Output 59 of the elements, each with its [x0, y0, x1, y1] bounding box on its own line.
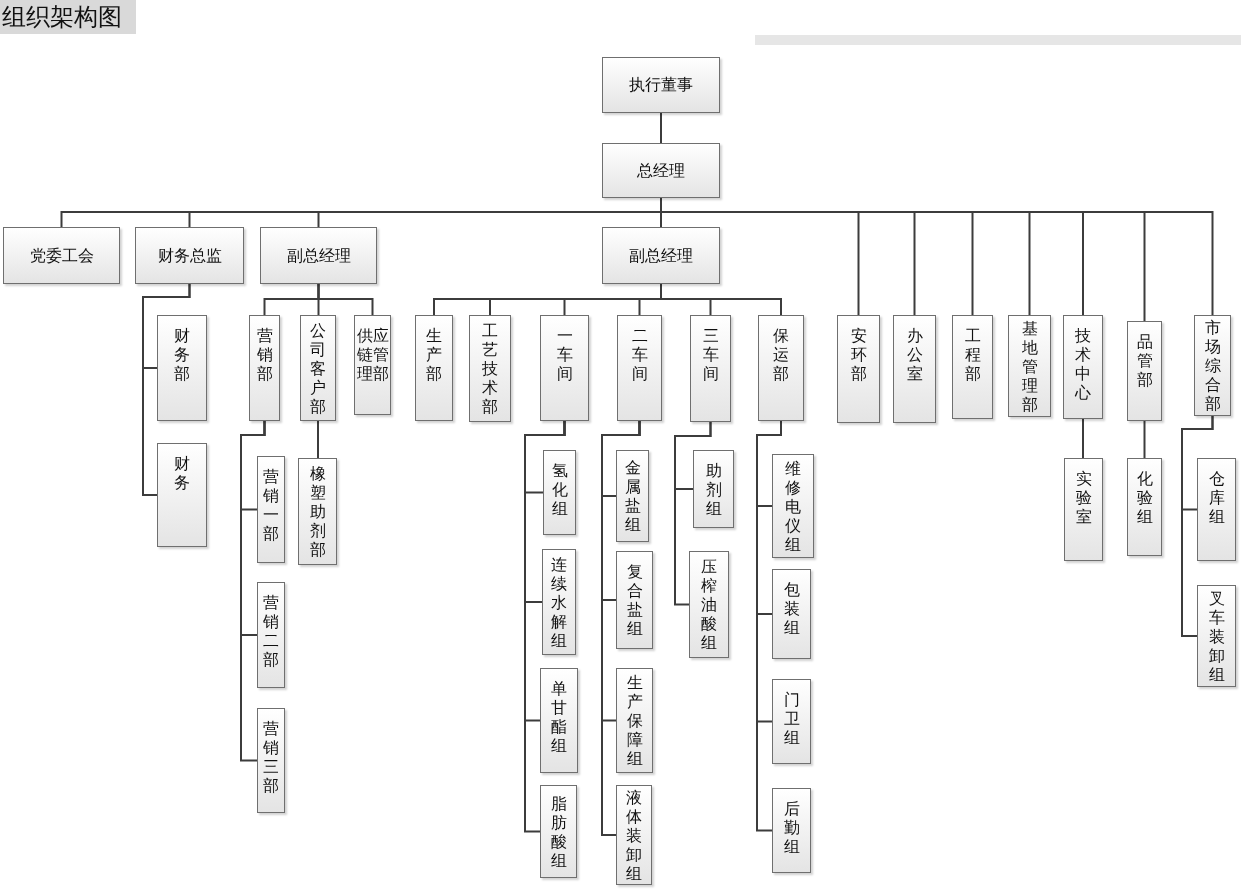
- connector-line: [1181, 415, 1214, 637]
- org-box: 营销三部: [257, 708, 285, 813]
- org-box: 脂肪酸组: [540, 785, 577, 878]
- org-box: 基地管理部: [1008, 315, 1051, 417]
- org-box: 包装组: [772, 569, 811, 659]
- org-box: 门卫组: [772, 679, 811, 764]
- org-box: 技术中心: [1063, 315, 1103, 419]
- org-box: 执行董事: [602, 57, 720, 113]
- org-box: 生产部: [415, 315, 453, 421]
- org-box: 二车间: [617, 315, 662, 421]
- org-box: 助剂组: [693, 450, 734, 528]
- org-box: 公司客户部: [300, 315, 336, 421]
- org-box: 金属盐组: [616, 450, 649, 542]
- org-box: 营销一部: [257, 456, 285, 563]
- page-title: 组织架构图: [0, 0, 136, 34]
- org-box: 化验组: [1127, 458, 1162, 556]
- org-box: 生产保障组: [616, 668, 653, 773]
- org-box: 财务总监: [135, 227, 244, 284]
- connector-line: [524, 420, 566, 833]
- org-box: 工艺技术部: [469, 315, 511, 422]
- org-box: 液体装卸组: [616, 785, 652, 885]
- org-box: 一车间: [540, 315, 589, 421]
- connector-line: [1143, 420, 1146, 459]
- org-box: 橡塑助剂部: [298, 458, 337, 565]
- org-box: 安环部: [837, 315, 880, 423]
- org-box: 市场综合部: [1194, 315, 1231, 416]
- connector-line: [317, 283, 374, 316]
- org-box: 连续水解组: [542, 549, 576, 655]
- org-box: 品管部: [1127, 321, 1162, 421]
- org-box: 叉车装卸组: [1197, 585, 1236, 687]
- connector-line: [601, 420, 641, 836]
- org-box: 三车间: [690, 315, 731, 422]
- connector-line: [142, 283, 191, 496]
- org-box: 财务: [157, 443, 207, 547]
- org-box: 压榨油酸组: [689, 551, 729, 658]
- connector-line: [1082, 418, 1084, 459]
- org-box: 仓库组: [1197, 458, 1236, 561]
- org-box: 办公室: [893, 315, 936, 423]
- org-box: 供应链管理部: [354, 315, 391, 415]
- org-box: 营销部: [249, 315, 280, 421]
- org-box: 总经理: [602, 143, 720, 198]
- connector-line: [240, 420, 266, 762]
- org-box: 保运部: [758, 315, 804, 421]
- org-box: 营销二部: [257, 582, 285, 688]
- org-box: 维修电仪组: [772, 454, 814, 558]
- org-box: 单甘酯组: [540, 668, 578, 773]
- org-box: 副总经理: [260, 227, 377, 284]
- org-box: 党委工会: [3, 227, 120, 284]
- org-box: 实验室: [1064, 458, 1103, 561]
- connector-line: [317, 420, 319, 459]
- org-box: 氢化组: [543, 450, 576, 535]
- connector-line: [674, 421, 712, 606]
- connector-line: [660, 283, 782, 316]
- org-box: 工程部: [952, 315, 993, 419]
- org-box: 财务部: [157, 315, 207, 421]
- org-box: 副总经理: [602, 227, 720, 284]
- connector-line: [660, 112, 662, 144]
- org-box: 后勤组: [772, 788, 811, 873]
- org-box: 复合盐组: [616, 551, 653, 649]
